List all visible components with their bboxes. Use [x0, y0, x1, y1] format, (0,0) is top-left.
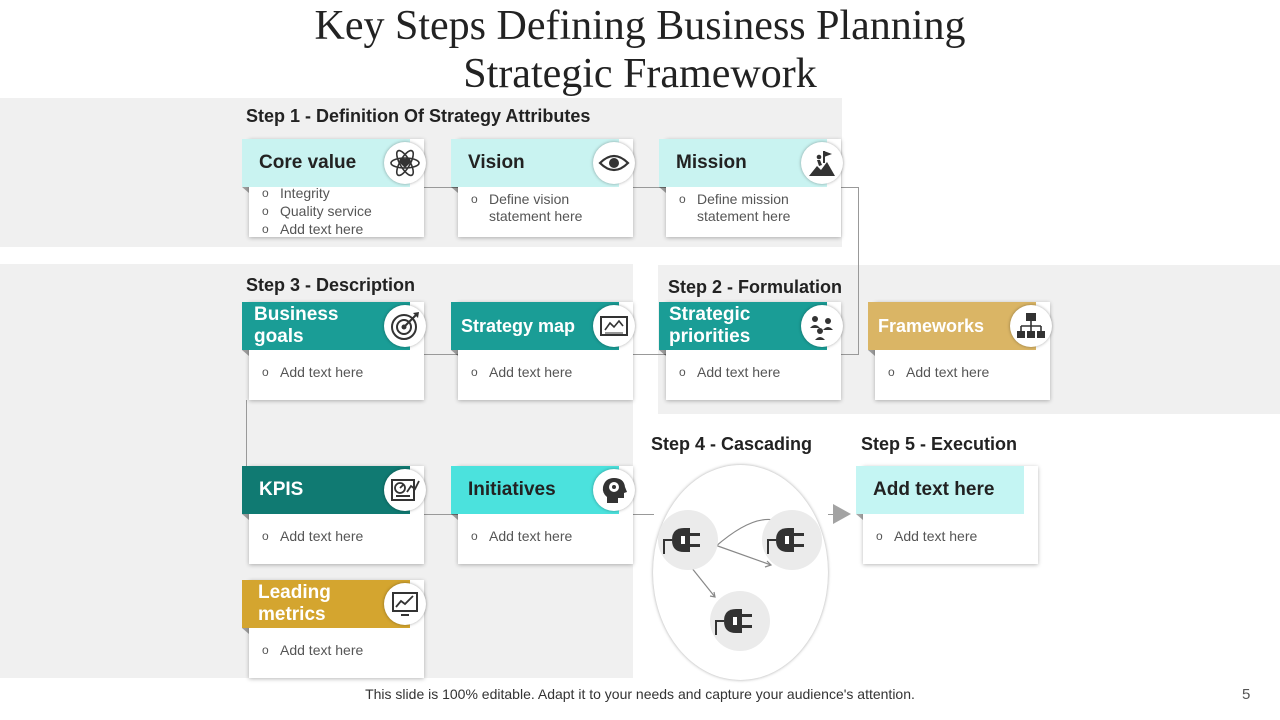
- connector-line: [828, 514, 836, 515]
- dashboard-gauge-icon: [384, 469, 426, 511]
- connector-line: [840, 187, 858, 188]
- connector-line: [632, 354, 666, 355]
- step3-label: Step 3 - Description: [246, 275, 416, 295]
- target-arrow-icon: [384, 305, 426, 347]
- connector-line: [423, 514, 458, 515]
- plug-icon: [762, 510, 822, 570]
- line-chart-icon: [384, 583, 426, 625]
- connector-line: [423, 354, 458, 355]
- arrow-right-icon: [833, 504, 851, 524]
- connector-line: [632, 187, 666, 188]
- core-value-header: Core value: [242, 139, 426, 193]
- atom-heart-icon: [384, 142, 426, 184]
- hierarchy-icon: [1010, 305, 1052, 347]
- vision-title: Vision: [468, 152, 525, 173]
- step2-label: Step 2 - Formulation: [668, 277, 843, 297]
- connector-line: [632, 514, 654, 515]
- leading-metrics-title: Leading metrics: [258, 582, 331, 625]
- vision-header: Vision: [451, 139, 635, 193]
- page-number: 5: [1242, 686, 1251, 703]
- connector-line: [423, 187, 458, 188]
- footer-note: This slide is 100% editable. Adapt it to…: [365, 686, 915, 702]
- execution-header: Add text here: [856, 466, 1024, 520]
- leading-metrics-header: Leading metrics: [242, 580, 426, 634]
- plug-icon: [658, 510, 718, 570]
- strategic-priorities-title: Strategic priorities: [669, 304, 751, 347]
- core-value-title: Core value: [259, 152, 357, 173]
- people-group-icon: [801, 305, 843, 347]
- execution-title: Add text here: [873, 479, 995, 500]
- connector-line: [246, 400, 247, 466]
- strategic-priorities-header: Strategic priorities: [659, 302, 843, 356]
- map-board-icon: [593, 305, 635, 347]
- business-goals-title: Business goals: [254, 304, 339, 347]
- mission-title: Mission: [676, 152, 747, 173]
- frameworks-header: Frameworks: [868, 302, 1052, 356]
- kpis-header: KPIS: [242, 466, 426, 520]
- initiatives-header: Initiatives: [451, 466, 635, 520]
- summit-flag-icon: [801, 142, 843, 184]
- strategy-map-title: Strategy map: [461, 316, 576, 336]
- slide-title: Key Steps Defining Business Planning Str…: [314, 3, 966, 97]
- eye-icon: [593, 142, 635, 184]
- kpis-title: KPIS: [259, 479, 304, 500]
- initiatives-title: Initiatives: [468, 479, 556, 500]
- mission-header: Mission: [659, 139, 843, 193]
- connector-line: [858, 187, 859, 354]
- plug-icon: [710, 591, 770, 651]
- head-gear-icon: [593, 469, 635, 511]
- frameworks-title: Frameworks: [878, 316, 985, 336]
- business-goals-header: Business goals: [242, 302, 426, 356]
- strategy-map-header: Strategy map: [451, 302, 635, 356]
- step5-label: Step 5 - Execution: [861, 434, 1018, 454]
- step4-label: Step 4 - Cascading: [651, 434, 813, 454]
- connector-line: [840, 354, 859, 355]
- step1-label: Step 1 - Definition Of Strategy Attribut…: [246, 106, 591, 126]
